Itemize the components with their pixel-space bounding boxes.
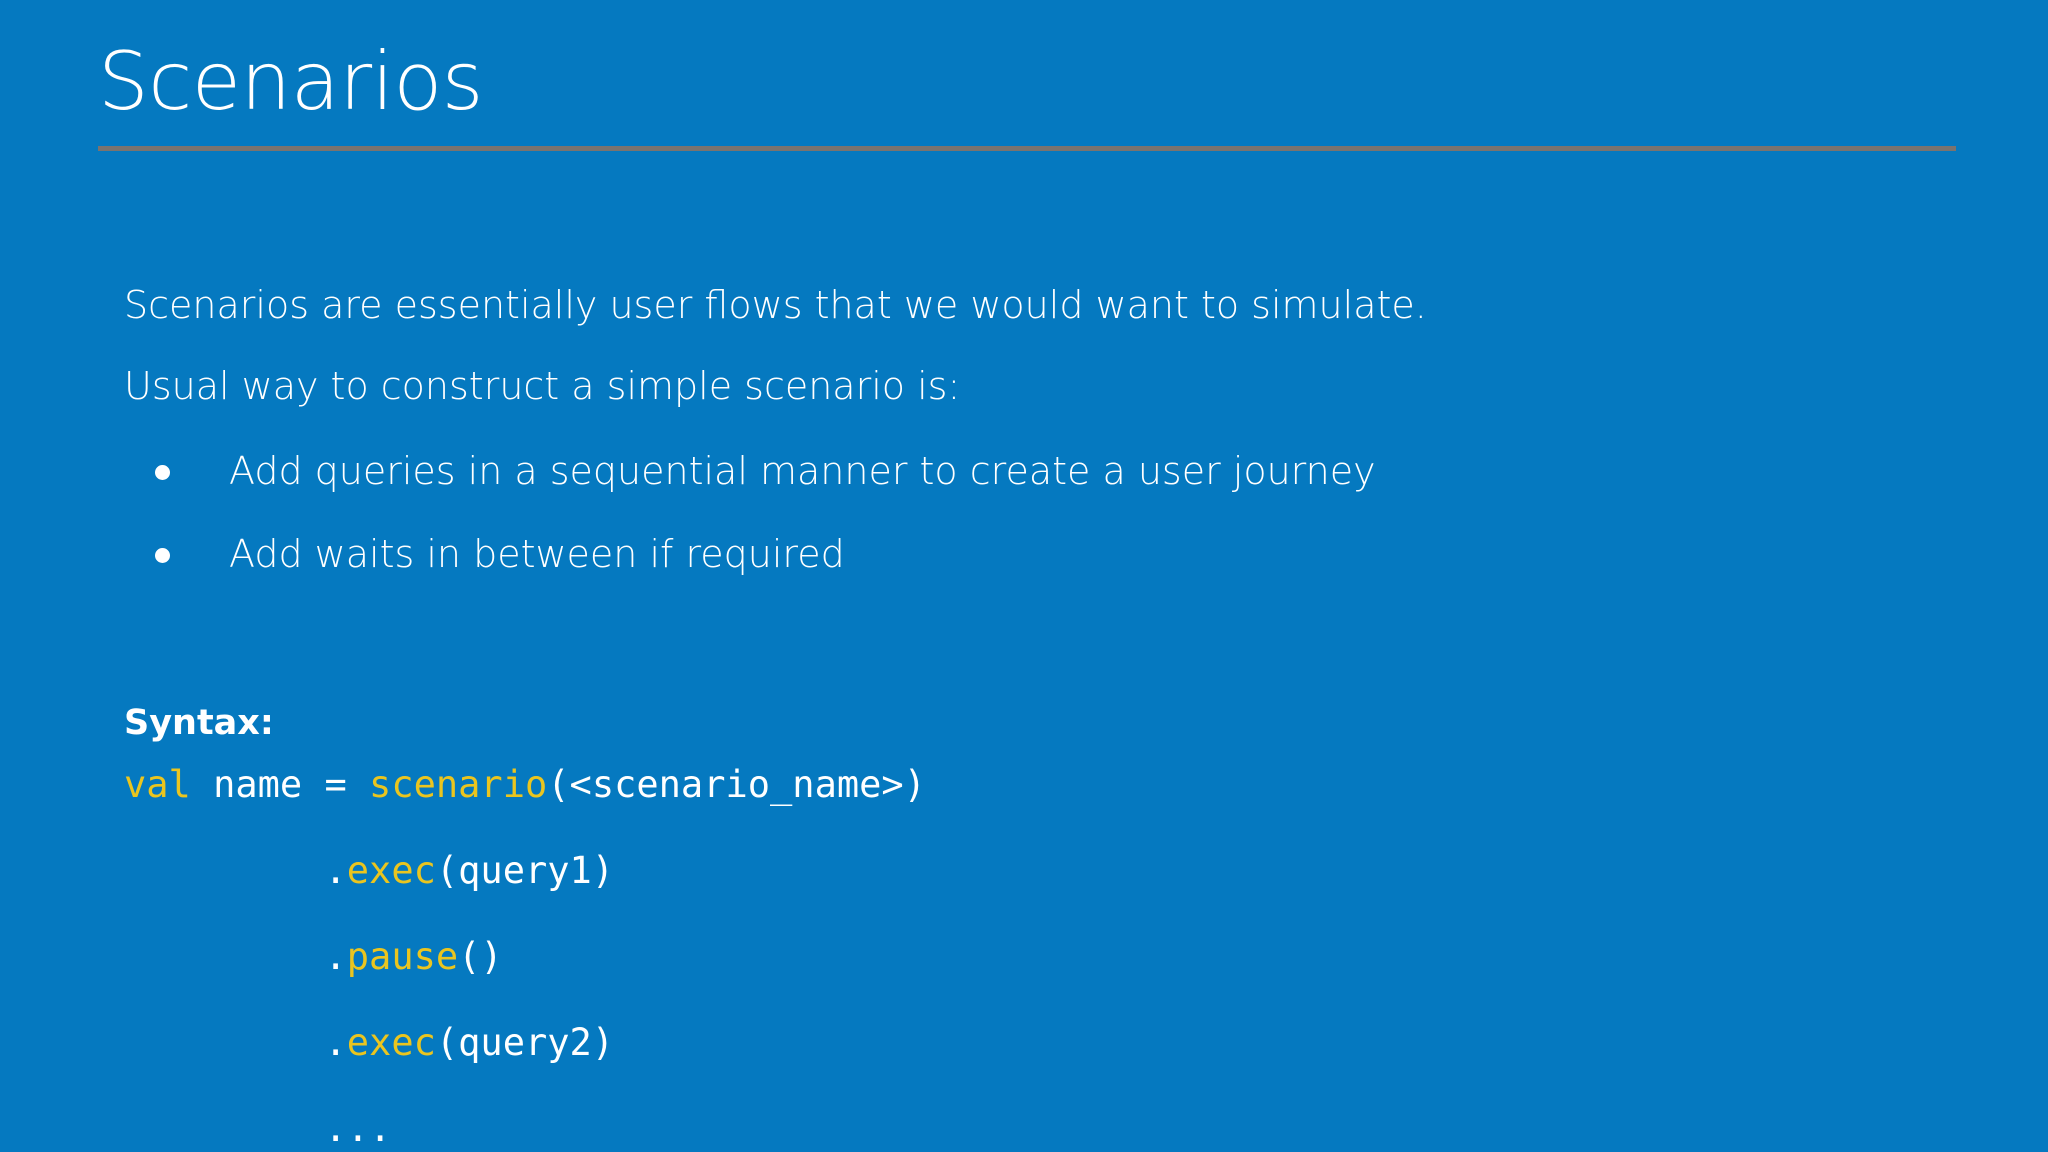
code-indent <box>124 849 324 892</box>
page-title: Scenarios <box>98 35 483 128</box>
list-item: Add waits in between if required <box>124 535 1924 573</box>
code-line: .exec(query2) <box>124 1021 1924 1064</box>
code-token-keyword: val <box>124 763 191 806</box>
bullet-dot-icon <box>155 465 170 480</box>
intro-paragraph-2: Usual way to construct a simple scenario… <box>124 364 961 408</box>
code-token-function: scenario <box>369 763 548 806</box>
title-block: Scenarios <box>98 42 1956 151</box>
code-line: val name = scenario(<scenario_name>) <box>124 763 1924 806</box>
code-token-plain: (<scenario_name>) <box>547 763 926 806</box>
code-token-function: exec <box>346 849 436 892</box>
bullet-dot-icon <box>155 548 170 563</box>
code-token-plain: name = <box>190 763 370 806</box>
code-token-plain: () <box>458 935 503 978</box>
code-token-function: pause <box>346 935 459 978</box>
code-indent <box>124 1107 324 1150</box>
code-token-plain: . <box>324 1021 347 1064</box>
code-token-plain: (query2) <box>435 1021 615 1064</box>
title-divider <box>98 146 1956 151</box>
code-token-plain: (query1) <box>435 849 615 892</box>
list-item: Add queries in a sequential manner to cr… <box>124 452 1924 490</box>
syntax-heading: Syntax: <box>124 703 274 743</box>
intro-paragraph-1: Scenarios are essentially user flows tha… <box>124 283 1427 327</box>
code-token-plain: . <box>324 935 347 978</box>
code-token-plain: . <box>324 849 347 892</box>
code-line: .exec(query1) <box>124 849 1924 892</box>
list-item-label: Add queries in a sequential manner to cr… <box>229 449 1376 493</box>
list-item-label: Add waits in between if required <box>229 532 845 576</box>
code-snippet: val name = scenario(<scenario_name>) .ex… <box>124 763 1924 1150</box>
code-indent <box>124 1021 324 1064</box>
body-content: Scenarios are essentially user flows tha… <box>124 286 1924 614</box>
code-token-plain: ... <box>324 1107 392 1150</box>
code-indent <box>124 935 324 978</box>
code-line: .pause() <box>124 935 1924 978</box>
code-token-function: exec <box>346 1021 436 1064</box>
syntax-section: Syntax: val name = scenario(<scenario_na… <box>124 703 1924 1151</box>
code-line: ... <box>124 1107 1924 1150</box>
bullet-list: Add queries in a sequential manner to cr… <box>124 452 1924 573</box>
